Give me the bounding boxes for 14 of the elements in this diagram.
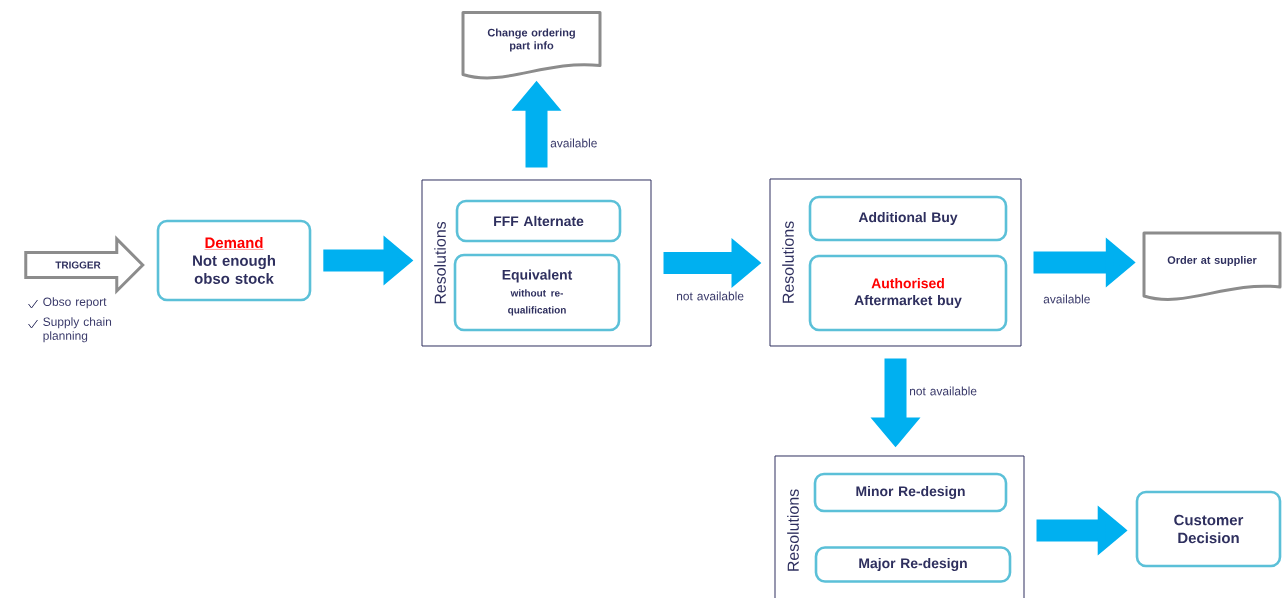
edge-label: available xyxy=(550,138,597,148)
edge-label: not available xyxy=(910,386,977,396)
edge-label: available xyxy=(1043,294,1090,304)
process-box: Authorised Aftermarket buy xyxy=(808,254,1008,332)
edge-label: not available xyxy=(677,291,744,301)
process-box: Additional Buy xyxy=(808,195,1008,242)
process-box: Major Re-design xyxy=(814,546,1012,583)
note-text: Supply chain planning xyxy=(43,317,112,343)
process-box: Minor Re-design xyxy=(813,472,1008,513)
process-box: Customer Decision xyxy=(1135,490,1282,568)
process-box: Demand Not enough obso stock xyxy=(156,219,312,302)
process-box: Equivalent without re-qualification xyxy=(453,253,621,332)
process-box: FFF Alternate xyxy=(455,199,622,243)
note-text: Obso report xyxy=(43,297,107,309)
